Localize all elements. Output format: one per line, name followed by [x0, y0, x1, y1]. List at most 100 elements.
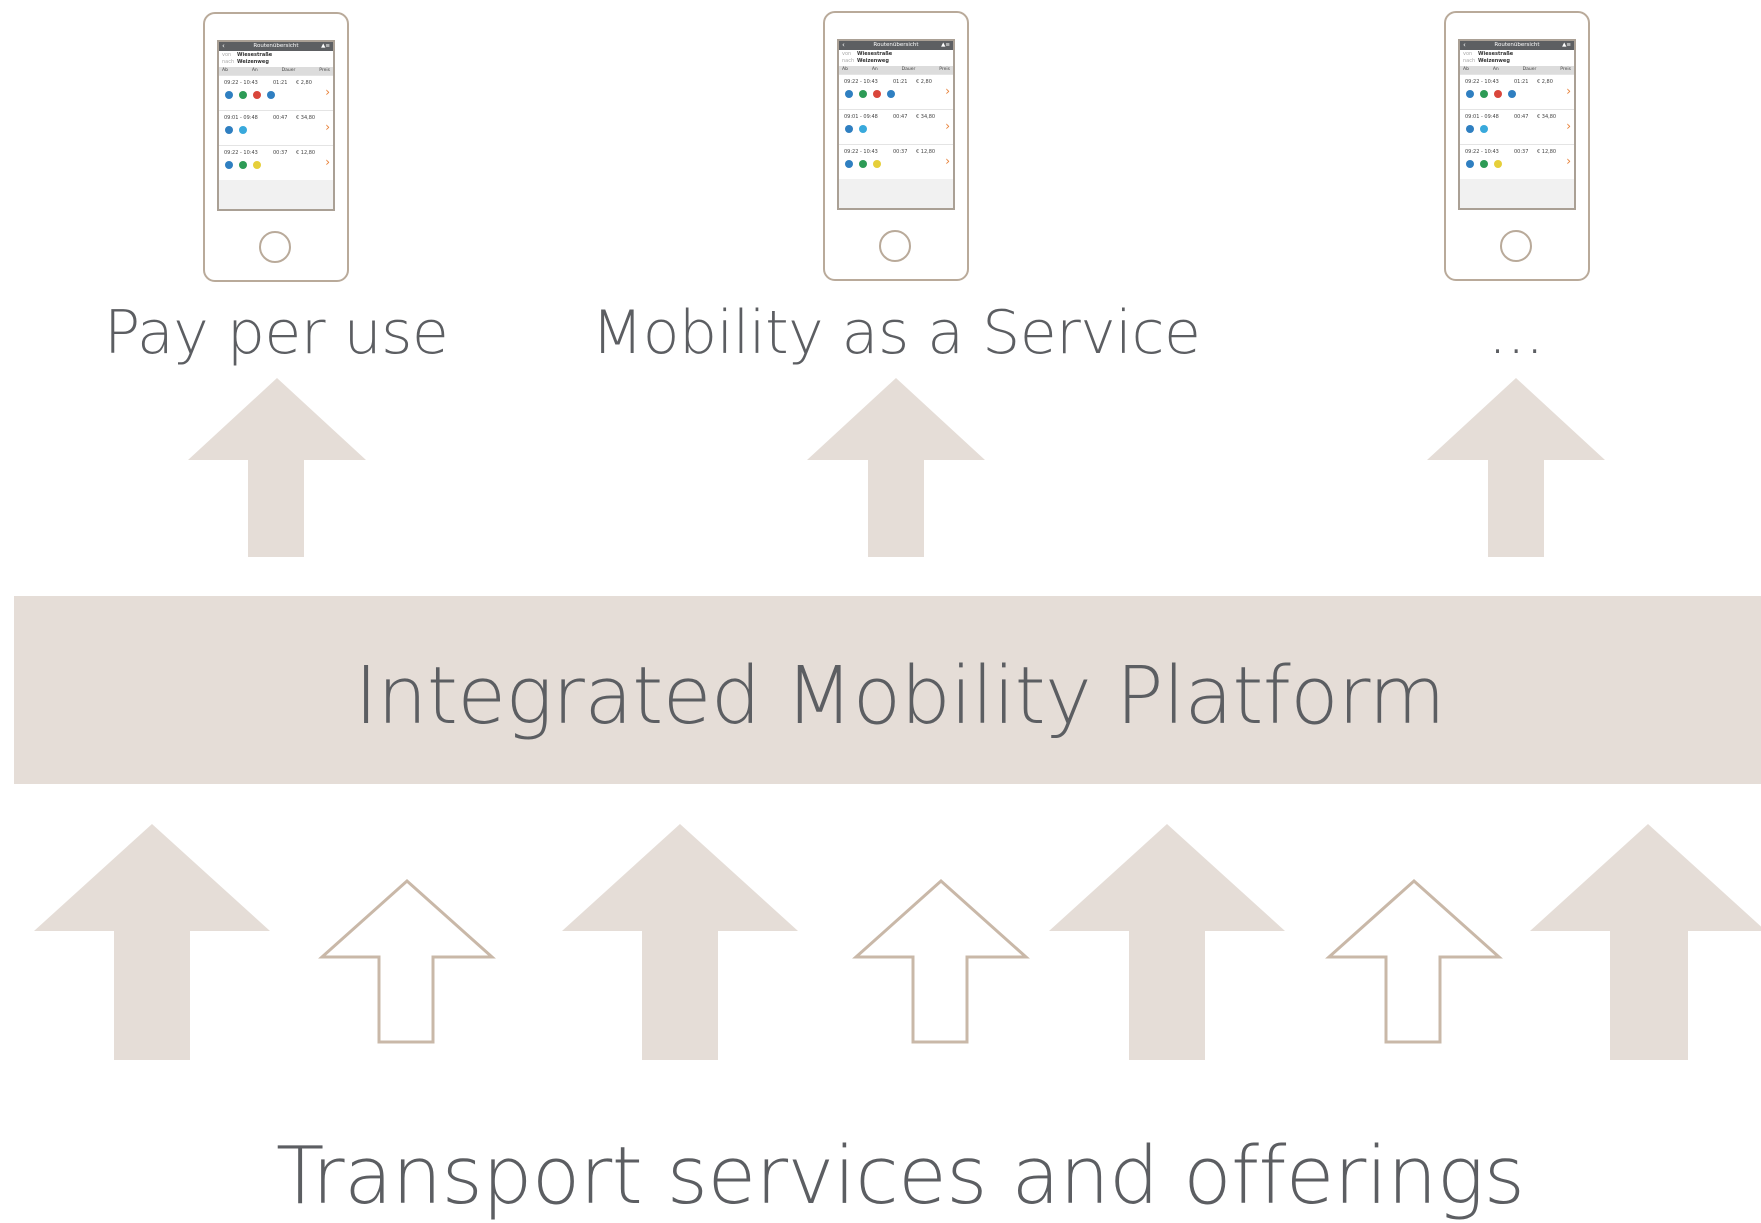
column-header: Preis — [319, 68, 330, 73]
screen-title: Routenübersicht — [253, 43, 299, 49]
transport-mode-icon — [239, 126, 247, 134]
route-price: € 2,80 — [296, 80, 312, 86]
route-price: € 12,80 — [916, 149, 936, 155]
column-header: Ab — [222, 68, 228, 73]
arrow-up-filled — [562, 824, 798, 1060]
transport-mode-icon — [1466, 90, 1474, 98]
column-header: Preis — [1560, 67, 1571, 72]
column-header: Dauer — [281, 68, 296, 73]
route-duration: 00:47 — [1514, 114, 1529, 120]
transport-mode-icon — [887, 90, 895, 98]
transport-mode-icon — [1466, 160, 1474, 168]
column-header: An — [251, 68, 258, 73]
from-label: von — [1463, 51, 1473, 57]
user-menu-icon: ▲≡ — [941, 42, 950, 48]
arrow-up-outline — [1325, 878, 1503, 1044]
chevron-right-icon: › — [1566, 84, 1571, 98]
chevron-right-icon: › — [945, 119, 950, 133]
transport-mode-icon — [873, 160, 881, 168]
user-menu-icon: ▲≡ — [321, 43, 330, 49]
integrated-mobility-platform-bar — [14, 596, 1761, 784]
route-row: 09:22 - 10:43 00:37 € 12,80 › — [839, 144, 953, 179]
user-menu-icon: ▲≡ — [1562, 42, 1571, 48]
screen-title: Routenübersicht — [1494, 42, 1540, 48]
home-button — [879, 230, 911, 262]
to-label: nach — [1463, 58, 1476, 64]
platform-label: Integrated Mobility Platform — [354, 650, 1446, 742]
route-time: 09:01 - 09:48 — [224, 115, 258, 121]
route-time: 09:22 - 10:43 — [844, 149, 878, 155]
transport-mode-icon — [1480, 125, 1488, 133]
from-value: Wiesestraße — [857, 51, 893, 57]
label-pay-per-use: Pay per use — [104, 298, 449, 368]
route-price: € 2,80 — [1537, 79, 1553, 85]
transport-mode-icon — [253, 91, 261, 99]
route-duration: 00:37 — [1514, 149, 1529, 155]
column-headers: Ab An Dauer Preis — [219, 67, 333, 75]
transport-mode-icon — [1466, 125, 1474, 133]
column-header: Dauer — [1522, 67, 1537, 72]
to-value: Weizenweg — [857, 58, 889, 64]
to-label: nach — [222, 59, 235, 65]
to-value: Weizenweg — [237, 59, 269, 65]
route-duration: 00:47 — [893, 114, 908, 120]
route-price: € 2,80 — [916, 79, 932, 85]
transport-mode-icon — [1480, 90, 1488, 98]
arrow-up-filled — [1427, 378, 1605, 557]
route-time: 09:01 - 09:48 — [1465, 114, 1499, 120]
home-button — [1500, 230, 1532, 262]
chevron-right-icon: › — [1566, 119, 1571, 133]
chevron-right-icon: › — [945, 154, 950, 168]
chevron-right-icon: › — [325, 120, 330, 134]
route-duration: 00:37 — [273, 150, 288, 156]
label-mobility-as-a-service: Mobility as a Service — [591, 298, 1201, 368]
column-header: Dauer — [901, 67, 916, 72]
transport-mode-icon — [1494, 90, 1502, 98]
transport-mode-icon — [845, 160, 853, 168]
screen-title-bar: ‹Routenübersicht▲≡ — [1460, 41, 1574, 50]
column-header: An — [871, 67, 878, 72]
chevron-right-icon: › — [325, 155, 330, 169]
transport-mode-icon — [225, 91, 233, 99]
route-price: € 34,80 — [916, 114, 936, 120]
transport-mode-icon — [1508, 90, 1516, 98]
transport-mode-icon — [859, 125, 867, 133]
to-value: Weizenweg — [1478, 58, 1510, 64]
chevron-right-icon: › — [945, 84, 950, 98]
from-value: Wiesestraße — [1478, 51, 1514, 57]
arrow-up-filled — [188, 378, 366, 557]
transport-mode-icon — [239, 161, 247, 169]
route-time: 09:22 - 10:43 — [844, 79, 878, 85]
route-duration: 00:47 — [273, 115, 288, 121]
transport-mode-icon — [225, 161, 233, 169]
route-duration: 00:37 — [893, 149, 908, 155]
chevron-right-icon: › — [1566, 154, 1571, 168]
screen-title-bar: ‹Routenübersicht▲≡ — [839, 41, 953, 50]
route-duration: 01:21 — [273, 80, 288, 86]
transport-mode-icon — [873, 90, 881, 98]
arrow-up-outline — [852, 878, 1030, 1044]
route-price: € 12,80 — [296, 150, 316, 156]
route-time: 09:22 - 10:43 — [1465, 79, 1499, 85]
route-duration: 01:21 — [893, 79, 908, 85]
arrow-up-filled — [34, 824, 270, 1060]
screen-title: Routenübersicht — [873, 42, 919, 48]
chevron-right-icon: › — [325, 85, 330, 99]
arrow-up-filled — [807, 378, 985, 557]
arrow-up-filled — [1530, 824, 1761, 1060]
